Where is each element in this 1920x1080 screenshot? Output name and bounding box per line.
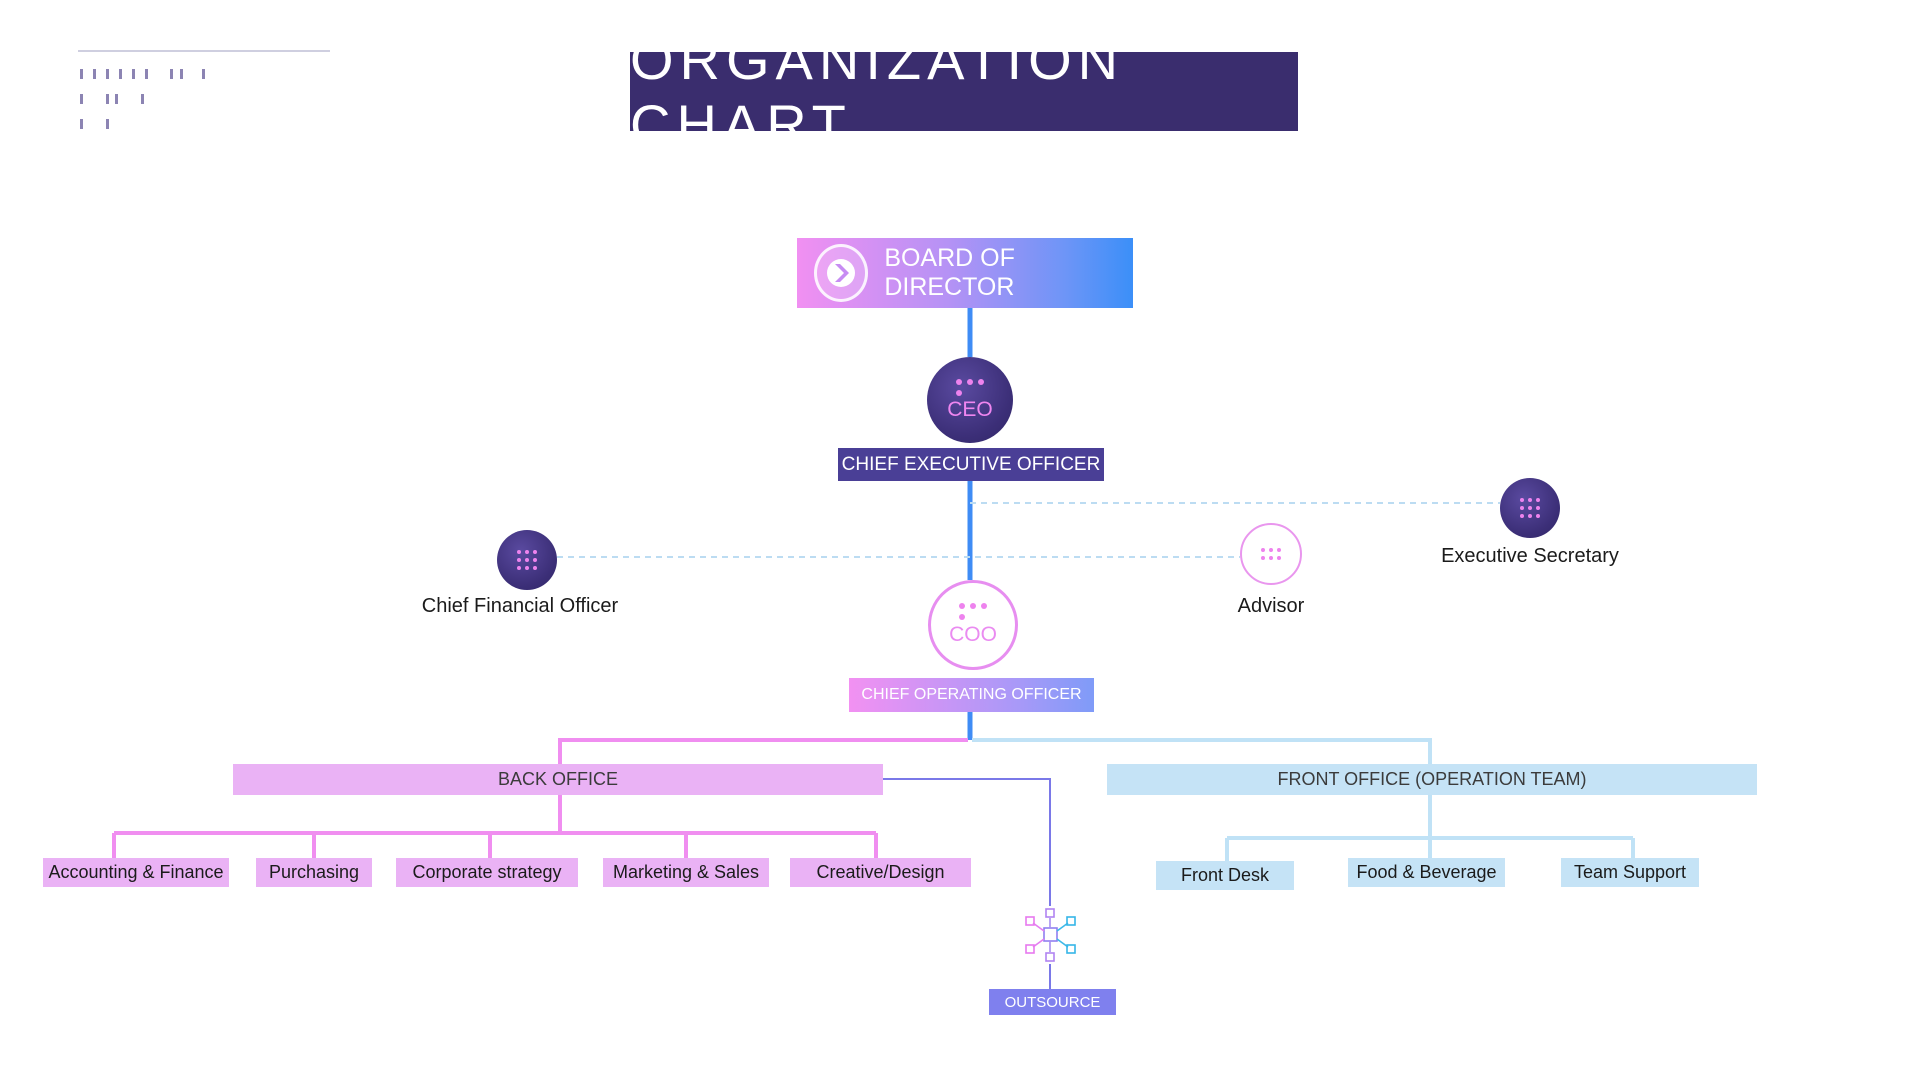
line-to-front-office: [972, 738, 1432, 764]
ceo-code: CEO: [947, 397, 993, 421]
board-label: BOARD OF DIRECTOR: [884, 244, 1015, 301]
network-cubes-icon: [1025, 908, 1076, 962]
advisor-avatar: [1240, 523, 1302, 585]
cfo-avatar: [497, 530, 557, 590]
page-title: ORGANIZATION CHART: [630, 28, 1298, 156]
back-office-header: BACK OFFICE: [233, 764, 883, 795]
dots-person-icon: [1261, 548, 1281, 560]
dept-purchasing: Purchasing: [256, 858, 372, 887]
board-of-director-node: BOARD OF DIRECTOR: [797, 238, 1133, 308]
cfo-label: Chief Financial Officer: [421, 595, 619, 617]
front-office-header: FRONT OFFICE (OPERATION TEAM): [1107, 764, 1757, 795]
coo-code: COO: [949, 623, 997, 646]
line-to-outsource: [883, 778, 1051, 906]
coo-title: CHIEF OPERATING OFFICER: [849, 678, 1094, 712]
ceo-avatar: CEO: [927, 357, 1013, 443]
outsource-label: OUTSOURCE: [989, 989, 1116, 1015]
dept-front-desk: Front Desk: [1156, 861, 1294, 890]
line-to-back-office: [558, 738, 968, 764]
dots-person-icon: [1520, 498, 1540, 518]
dept-food-beverage: Food & Beverage: [1348, 858, 1505, 887]
brand-logo-icon: [814, 244, 869, 302]
dept-team-support: Team Support: [1561, 858, 1699, 887]
decorative-barcode: [78, 50, 330, 129]
dept-creative-design: Creative/Design: [790, 858, 971, 887]
dots-person-icon: [959, 603, 987, 620]
dots-person-icon: [517, 550, 537, 570]
advisor-label: Advisor: [1237, 595, 1305, 617]
dots-person-icon: [956, 378, 984, 396]
dept-marketing-sales: Marketing & Sales: [603, 858, 769, 887]
dept-corporate-strategy: Corporate strategy: [396, 858, 578, 887]
dept-accounting-finance: Accounting & Finance: [43, 858, 229, 887]
ceo-title: CHIEF EXECUTIVE OFFICER: [838, 448, 1104, 481]
secretary-avatar: [1500, 478, 1560, 538]
secretary-label: Executive Secretary: [1441, 545, 1619, 567]
coo-avatar: COO: [928, 580, 1018, 670]
